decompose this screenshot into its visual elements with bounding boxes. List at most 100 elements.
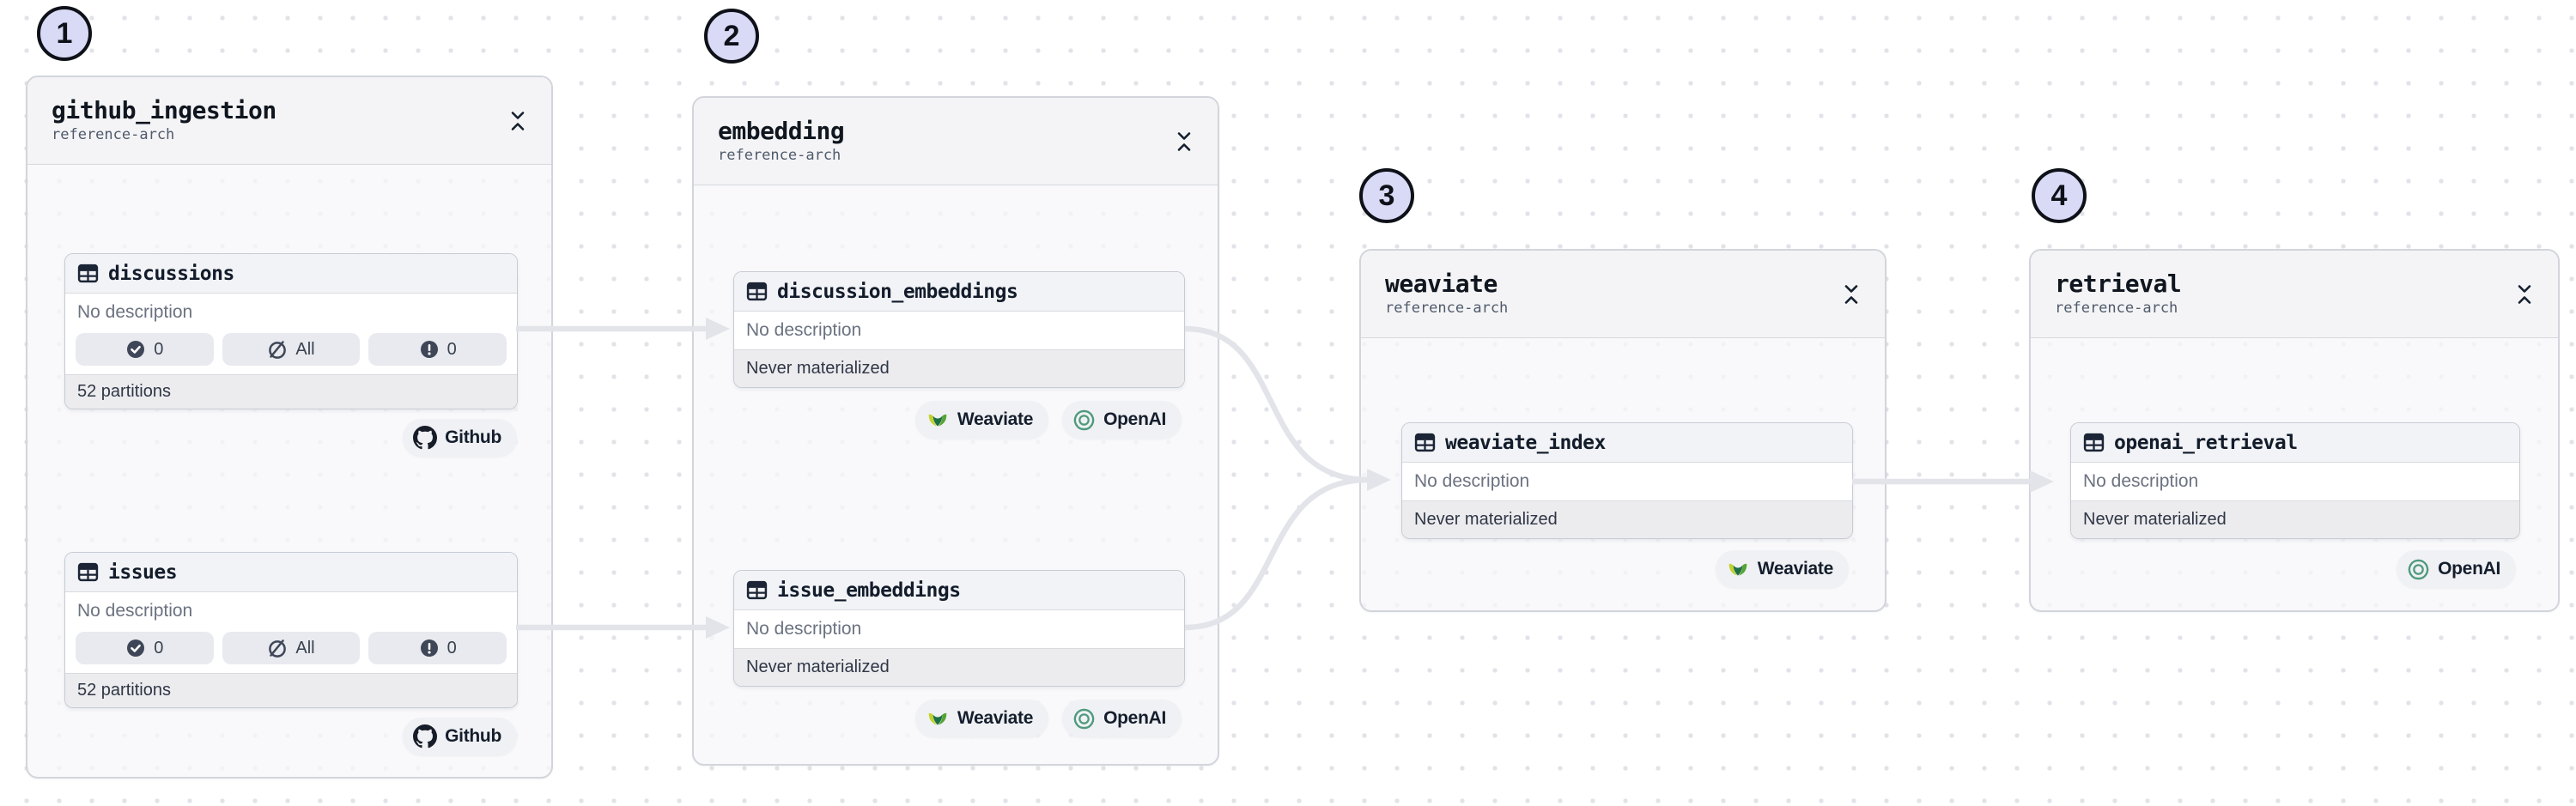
group-embedding: embedding reference-arch discussion_embe… [692, 96, 1219, 766]
step-marker-1: 1 [37, 6, 92, 61]
asset-card-discussions[interactable]: discussions No description 0 All 0 52 pa… [64, 253, 518, 409]
github-icon [413, 426, 438, 450]
asset-card-header: discussion_embeddings [734, 272, 1184, 312]
openai-icon [1072, 706, 1097, 730]
failed-count-pill[interactable]: 0 [368, 333, 507, 366]
step-marker-4: 4 [2032, 168, 2087, 223]
asset-name: issue_embeddings [777, 579, 961, 602]
asset-card-openai-retrieval[interactable]: openai_retrieval No description Never ma… [2070, 422, 2520, 539]
slash-circle-icon [269, 639, 287, 658]
collapse-icon[interactable] [507, 108, 529, 134]
table-icon [1414, 433, 1436, 452]
group-retrieval: retrieval reference-arch openai_retrieva… [2029, 249, 2560, 612]
integration-badge-openai[interactable]: OpenAI [2397, 550, 2516, 588]
asset-status-footer: Never materialized [2071, 500, 2519, 538]
group-header-weaviate[interactable]: weaviate reference-arch [1361, 251, 1885, 338]
integration-label: Github [445, 726, 501, 746]
table-icon [77, 562, 99, 582]
group-header-github-ingestion[interactable]: github_ingestion reference-arch [27, 77, 551, 165]
asset-partitions-footer: 52 partitions [65, 374, 517, 409]
group-titles: embedding reference-arch [718, 117, 845, 164]
group-title: embedding [718, 117, 845, 146]
asset-card-header: discussions [65, 254, 517, 294]
asset-card-header: issues [65, 553, 517, 592]
collapse-icon[interactable] [1173, 129, 1195, 155]
asset-description: No description [77, 601, 193, 621]
step-marker-2: 2 [704, 9, 759, 64]
group-github-ingestion: github_ingestion reference-arch discussi… [26, 76, 553, 779]
group-subtitle: reference-arch [1385, 299, 1509, 317]
asset-status-footer: Never materialized [734, 349, 1184, 387]
integration-badge-github[interactable]: Github [403, 718, 517, 755]
stat-value: 0 [154, 638, 164, 658]
integration-badge-github[interactable]: Github [403, 419, 517, 457]
missing-count-pill[interactable]: All [222, 333, 361, 366]
asset-partitions-footer: 52 partitions [65, 673, 517, 707]
stat-value: 0 [447, 339, 457, 359]
step-marker-3: 3 [1359, 168, 1414, 223]
integration-badge-weaviate[interactable]: Weaviate [1715, 550, 1849, 588]
weaviate-icon [928, 712, 947, 725]
integration-label: OpenAI [2438, 559, 2500, 579]
weaviate-icon [928, 414, 947, 427]
stat-value: 0 [154, 339, 164, 359]
asset-description: No description [746, 320, 862, 340]
integration-label: Weaviate [1757, 559, 1834, 579]
materialized-count-pill[interactable]: 0 [76, 333, 214, 366]
github-icon [413, 724, 438, 748]
asset-status-footer: Never materialized [734, 648, 1184, 686]
group-title: retrieval [2055, 270, 2182, 299]
table-icon [77, 264, 99, 283]
asset-name: issues [108, 561, 178, 584]
integration-badge-weaviate[interactable]: Weaviate [914, 401, 1049, 439]
asset-name: openai_retrieval [2114, 431, 2298, 454]
integration-label: OpenAI [1103, 409, 1166, 429]
check-circle-icon [125, 638, 146, 658]
asset-card-header: issue_embeddings [734, 571, 1184, 610]
missing-count-pill[interactable]: All [222, 632, 361, 664]
asset-description: No description [746, 619, 862, 639]
asset-card-issues[interactable]: issues No description 0 All 0 52 partiti… [64, 552, 518, 708]
group-titles: retrieval reference-arch [2055, 270, 2182, 317]
stat-value: 0 [447, 638, 457, 658]
table-icon [746, 580, 768, 600]
asset-description: No description [77, 302, 193, 322]
group-title: github_ingestion [52, 96, 276, 125]
integration-label: OpenAI [1103, 708, 1166, 728]
group-header-retrieval[interactable]: retrieval reference-arch [2031, 251, 2558, 338]
openai-icon [2407, 557, 2431, 581]
table-icon [2083, 433, 2105, 452]
asset-card-issue-embeddings[interactable]: issue_embeddings No description Never ma… [733, 570, 1185, 687]
group-subtitle: reference-arch [2055, 299, 2178, 317]
stat-value: All [295, 339, 315, 359]
slash-circle-icon [269, 341, 287, 359]
asset-status-footer: Never materialized [1402, 500, 1852, 538]
alert-circle-icon [420, 341, 438, 358]
integration-badge-openai[interactable]: OpenAI [1062, 401, 1182, 439]
group-weaviate: weaviate reference-arch weaviate_index N… [1359, 249, 1886, 612]
integration-label: Weaviate [957, 708, 1034, 728]
group-header-embedding[interactable]: embedding reference-arch [694, 98, 1218, 185]
asset-card-header: openai_retrieval [2071, 423, 2519, 463]
materialized-count-pill[interactable]: 0 [76, 632, 214, 664]
asset-card-discussion-embeddings[interactable]: discussion_embeddings No description Nev… [733, 271, 1185, 388]
failed-count-pill[interactable]: 0 [368, 632, 507, 664]
asset-name: discussions [108, 262, 234, 285]
weaviate-icon [1728, 563, 1747, 576]
asset-card-weaviate-index[interactable]: weaviate_index No description Never mate… [1401, 422, 1853, 539]
asset-description: No description [1414, 471, 1530, 491]
check-circle-icon [125, 339, 146, 360]
group-titles: weaviate reference-arch [1385, 270, 1508, 317]
group-title: weaviate [1385, 270, 1498, 299]
integration-badge-weaviate[interactable]: Weaviate [914, 700, 1049, 737]
asset-stats-row: 0 All 0 [65, 630, 517, 673]
alert-circle-icon [420, 639, 438, 657]
asset-name: weaviate_index [1445, 431, 1606, 454]
group-subtitle: reference-arch [718, 146, 841, 164]
collapse-icon[interactable] [2513, 282, 2536, 307]
integration-badge-openai[interactable]: OpenAI [1062, 700, 1182, 737]
integration-label: Github [445, 427, 501, 447]
asset-card-header: weaviate_index [1402, 423, 1852, 463]
asset-description: No description [2083, 471, 2199, 491]
collapse-icon[interactable] [1840, 282, 1862, 307]
